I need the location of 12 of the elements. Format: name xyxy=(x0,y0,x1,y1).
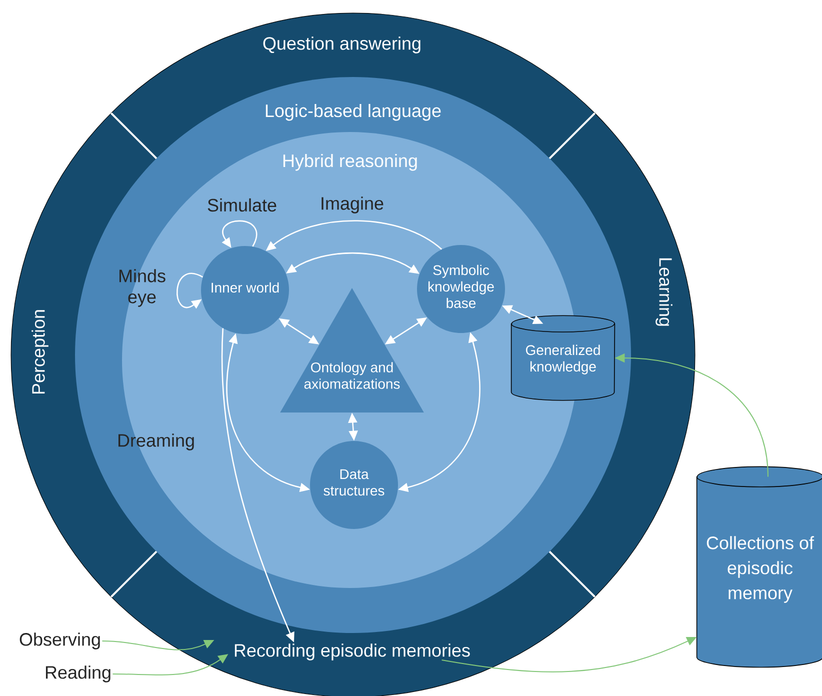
ring-label: Perception xyxy=(32,310,48,394)
ring-label: Recording episodic memories xyxy=(234,644,470,660)
edge-label: Imagine xyxy=(322,196,384,214)
database-cylinder: Generalized knowledge xyxy=(510,315,616,401)
database-cylinder: Collections of episodic memory xyxy=(696,466,822,668)
edge-label: Simulate xyxy=(208,198,276,212)
source-label: Observing xyxy=(20,632,100,650)
ring-label: Question answering xyxy=(263,36,420,54)
source-label: Reading xyxy=(46,666,110,682)
ring-label: Learning xyxy=(656,258,672,326)
edge-label: Minds eye xyxy=(119,269,166,307)
concept-triangle: Ontology and axiomatizations xyxy=(280,288,424,412)
